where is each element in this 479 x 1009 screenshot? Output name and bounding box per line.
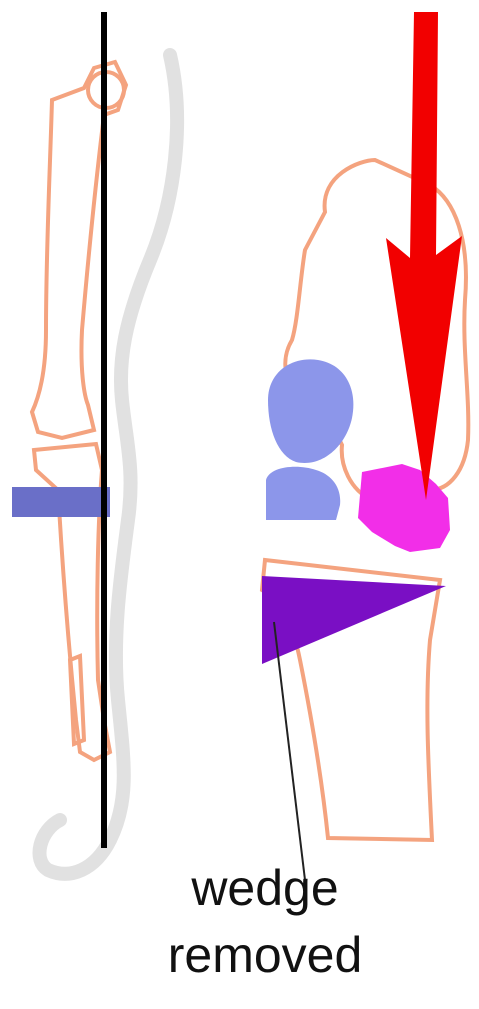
force-arrow-icon [386,12,462,500]
wedge [262,576,446,664]
tibial-plateau [266,467,340,520]
wedge-label-line1: wedge [150,858,380,918]
femur-outline [32,62,126,438]
meniscus [358,464,450,552]
wedge-label-line2: removed [150,925,380,985]
axis-marker-bar [12,487,110,517]
